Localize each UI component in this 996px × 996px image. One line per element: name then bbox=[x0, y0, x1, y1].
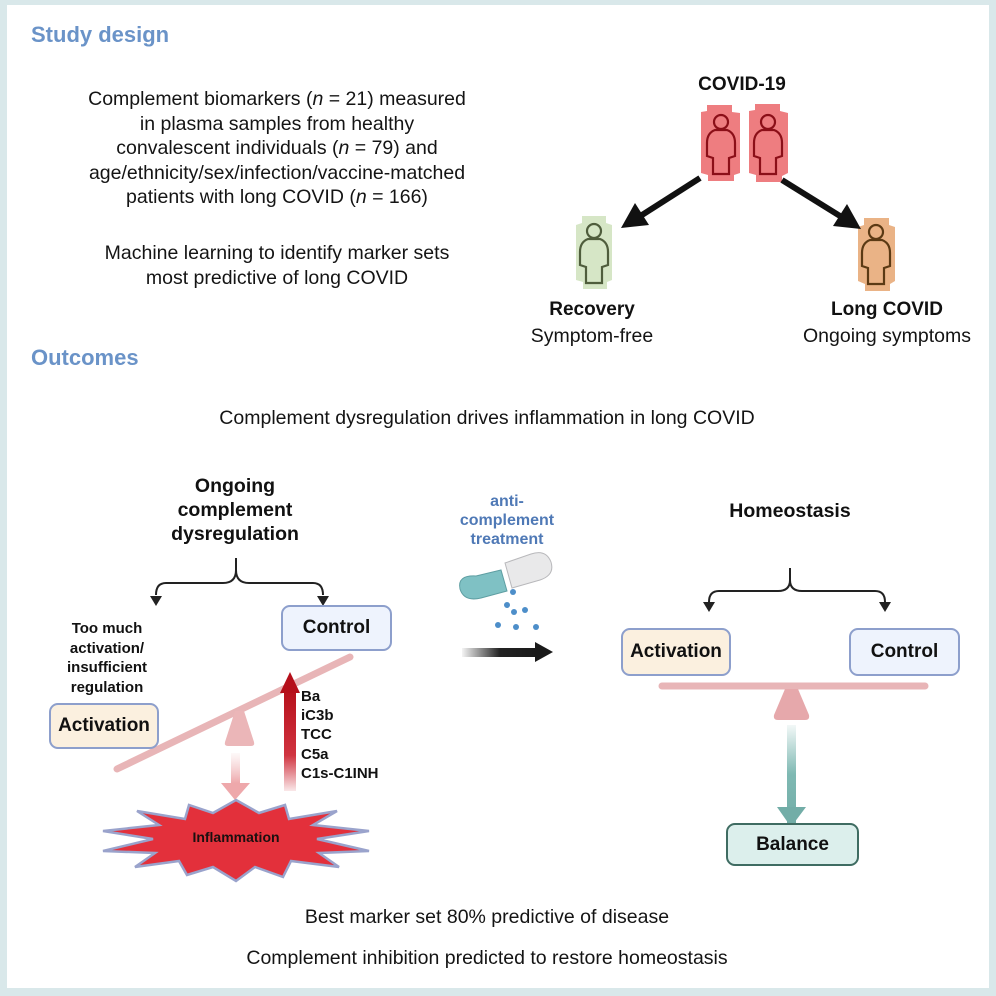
study-description-line: convalescent individuals (n = 79) and bbox=[116, 137, 438, 159]
finding-predictive: Best marker set 80% predictive of diseas… bbox=[304, 906, 670, 928]
long-covid-subtitle: Ongoing symptoms bbox=[803, 325, 971, 347]
dysregulation-heading: Ongoing complement dysregulation bbox=[135, 474, 335, 546]
treatment-arrow-icon bbox=[462, 642, 553, 662]
study-description-line: Complement biomarkers (n = 21) measured bbox=[88, 88, 466, 110]
study-flow-graphic bbox=[576, 104, 895, 291]
graphical-abstract-panel: Study design Complement biomarkers (n = … bbox=[7, 5, 989, 988]
marker-item: Ba bbox=[301, 688, 321, 705]
homeostasis-activation-box: Activation bbox=[621, 628, 731, 676]
recovery-title: Recovery bbox=[549, 299, 635, 320]
note-line: regulation bbox=[70, 678, 144, 696]
right-brace-icon bbox=[703, 568, 891, 612]
covid-19-label: COVID-19 bbox=[698, 74, 786, 95]
homeostasis-heading: Homeostasis bbox=[729, 500, 851, 522]
study-description-line: age/ethnicity/sex/infection/vaccine-matc… bbox=[88, 161, 466, 184]
finding-inhibition: Complement inhibition predicted to resto… bbox=[246, 947, 728, 969]
treatment-label-line: treatment bbox=[470, 531, 544, 548]
recovery-subtitle: Symptom-free bbox=[530, 325, 654, 347]
dysregulation-control-box: Control bbox=[281, 605, 392, 651]
dysregulation-activation-box: Activation bbox=[49, 703, 159, 749]
study-design-title: Study design bbox=[31, 22, 170, 47]
dysregulation-note: Too much activation/ insufficient regula… bbox=[42, 619, 172, 697]
outcomes-headline: Complement dysregulation drives inflamma… bbox=[219, 407, 755, 429]
capsule-pill-icon bbox=[459, 552, 553, 600]
inflammation-burst bbox=[102, 798, 370, 883]
study-description: Complement biomarkers (n = 21) measured … bbox=[37, 87, 517, 210]
covid-person-icon-right bbox=[749, 104, 788, 182]
marker-list: Ba iC3b TCC C5a C1s-C1INH bbox=[301, 687, 379, 783]
outcomes-title: Outcomes bbox=[31, 345, 139, 370]
pill-granules-icon bbox=[495, 589, 539, 630]
note-line: insufficient bbox=[66, 659, 147, 676]
dysregulation-heading-line: dysregulation bbox=[171, 523, 299, 545]
left-brace-icon bbox=[150, 558, 329, 606]
marker-item: C1s-C1INH bbox=[301, 764, 379, 782]
homeostasis-control-box: Control bbox=[849, 628, 960, 676]
ml-description-line: most predictive of long COVID bbox=[145, 266, 409, 289]
tilted-balance-beam bbox=[113, 653, 354, 773]
arrow-to-long-covid-icon bbox=[780, 177, 861, 229]
outcomes-graphic bbox=[102, 552, 929, 883]
arrow-to-recovery-icon bbox=[621, 175, 702, 228]
treatment-label: anti- complement treatment bbox=[447, 492, 567, 549]
up-arrow-markers-icon bbox=[280, 672, 300, 791]
covid-person-icon-left bbox=[701, 105, 740, 181]
inflammation-label: Inflammation bbox=[192, 829, 280, 845]
study-description-line: patients with long COVID (n = 166) bbox=[126, 186, 428, 208]
note-line: activation/ bbox=[69, 639, 145, 657]
marker-item: C5a bbox=[301, 745, 329, 763]
ml-description-line: Machine learning to identify marker sets bbox=[104, 242, 450, 264]
recovery-person-icon bbox=[576, 216, 612, 289]
left-fulcrum bbox=[224, 711, 255, 746]
right-fulcrum bbox=[773, 689, 810, 720]
marker-item: iC3b bbox=[301, 707, 334, 725]
treatment-label-line: complement bbox=[459, 512, 555, 529]
marker-item: TCC bbox=[301, 726, 332, 744]
dysregulation-heading-line: complement bbox=[177, 499, 293, 521]
long-covid-person-icon bbox=[858, 218, 895, 291]
note-line: Too much bbox=[71, 620, 143, 637]
study-description-line: in plasma samples from healthy bbox=[139, 112, 415, 135]
down-arrow-to-balance-icon bbox=[777, 725, 806, 827]
ml-description: Machine learning to identify marker sets… bbox=[37, 241, 517, 290]
dysregulation-heading-line: Ongoing bbox=[194, 475, 276, 497]
long-covid-title: Long COVID bbox=[831, 299, 943, 320]
down-arrow-to-inflammation-icon bbox=[221, 753, 250, 800]
balance-box: Balance bbox=[726, 823, 859, 866]
treatment-label-line: anti- bbox=[490, 493, 524, 510]
